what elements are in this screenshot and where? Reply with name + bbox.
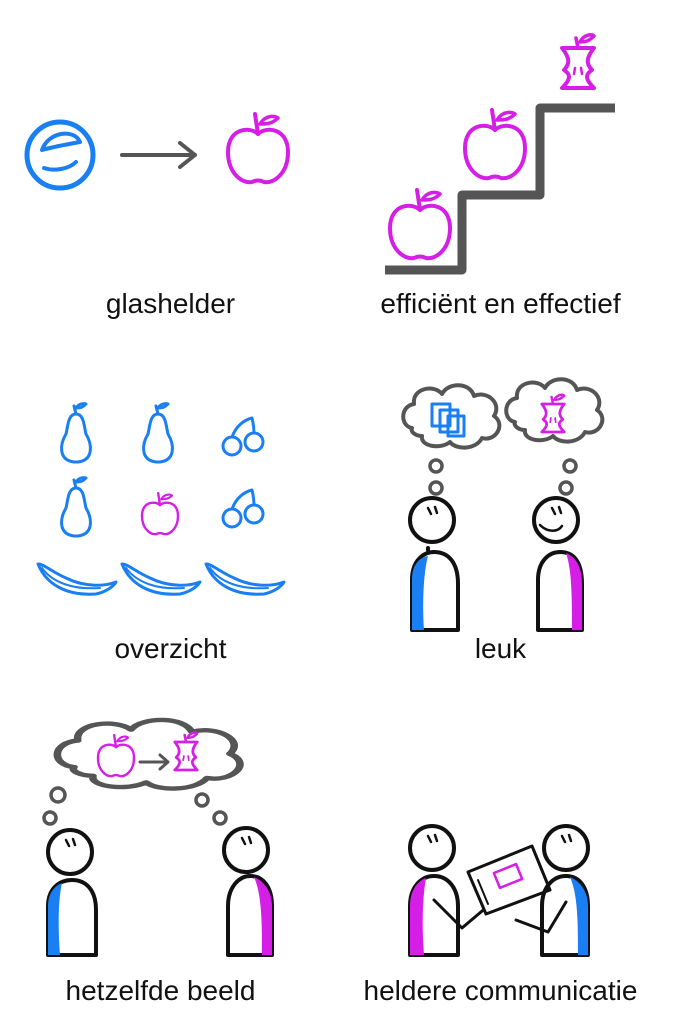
panel-glashelder-art	[24, 112, 290, 191]
stairs-icon	[385, 103, 615, 275]
panel-leuk-art	[401, 377, 605, 632]
apple-core-icon	[173, 731, 199, 772]
apple-icon	[226, 112, 290, 185]
arrow-icon	[138, 753, 170, 771]
panel-hetzelfde-beeld-art	[42, 720, 274, 957]
panel-label-leuk: leuk	[474, 633, 527, 664]
pear-icon	[60, 402, 92, 464]
cherries-icon	[221, 416, 265, 457]
pear-icon	[60, 476, 92, 538]
apple-core-icon	[540, 393, 566, 434]
panel-label-hetzelfde-beeld: hetzelfde beeld	[65, 975, 256, 1006]
banana-icon	[36, 562, 118, 596]
apple-icon	[140, 492, 180, 536]
panel-communicatie-art	[408, 824, 590, 957]
clear-lens-icon	[24, 119, 96, 191]
panel-label-glashelder: glashelder	[105, 288, 236, 319]
person-left-icon	[46, 828, 98, 957]
person-left-icon	[408, 824, 490, 957]
person-neutral-icon	[408, 496, 460, 632]
bitten-apple-icon	[463, 108, 527, 181]
banana-icon	[204, 562, 286, 596]
panel-label-efficient: efficiënt en effectief	[380, 288, 621, 319]
person-right-icon	[514, 824, 590, 957]
panel-efficient-art	[385, 32, 615, 275]
panel-label-overzicht: overzicht	[114, 633, 227, 664]
panel-overzicht-art	[36, 402, 286, 596]
cherries-icon	[221, 488, 265, 529]
apple-icon	[388, 188, 452, 261]
document-icon	[466, 844, 552, 916]
panel-label-communicatie: heldere communicatie	[363, 975, 638, 1006]
documents-icon	[430, 402, 466, 438]
banana-icon	[120, 562, 202, 596]
person-happy-icon	[532, 496, 584, 632]
apple-icon	[96, 734, 136, 778]
apple-core-icon	[560, 32, 596, 90]
arrow-icon	[120, 141, 197, 169]
person-right-icon	[222, 826, 274, 957]
pear-icon	[142, 402, 174, 464]
thought-cloud-icon	[57, 720, 240, 789]
